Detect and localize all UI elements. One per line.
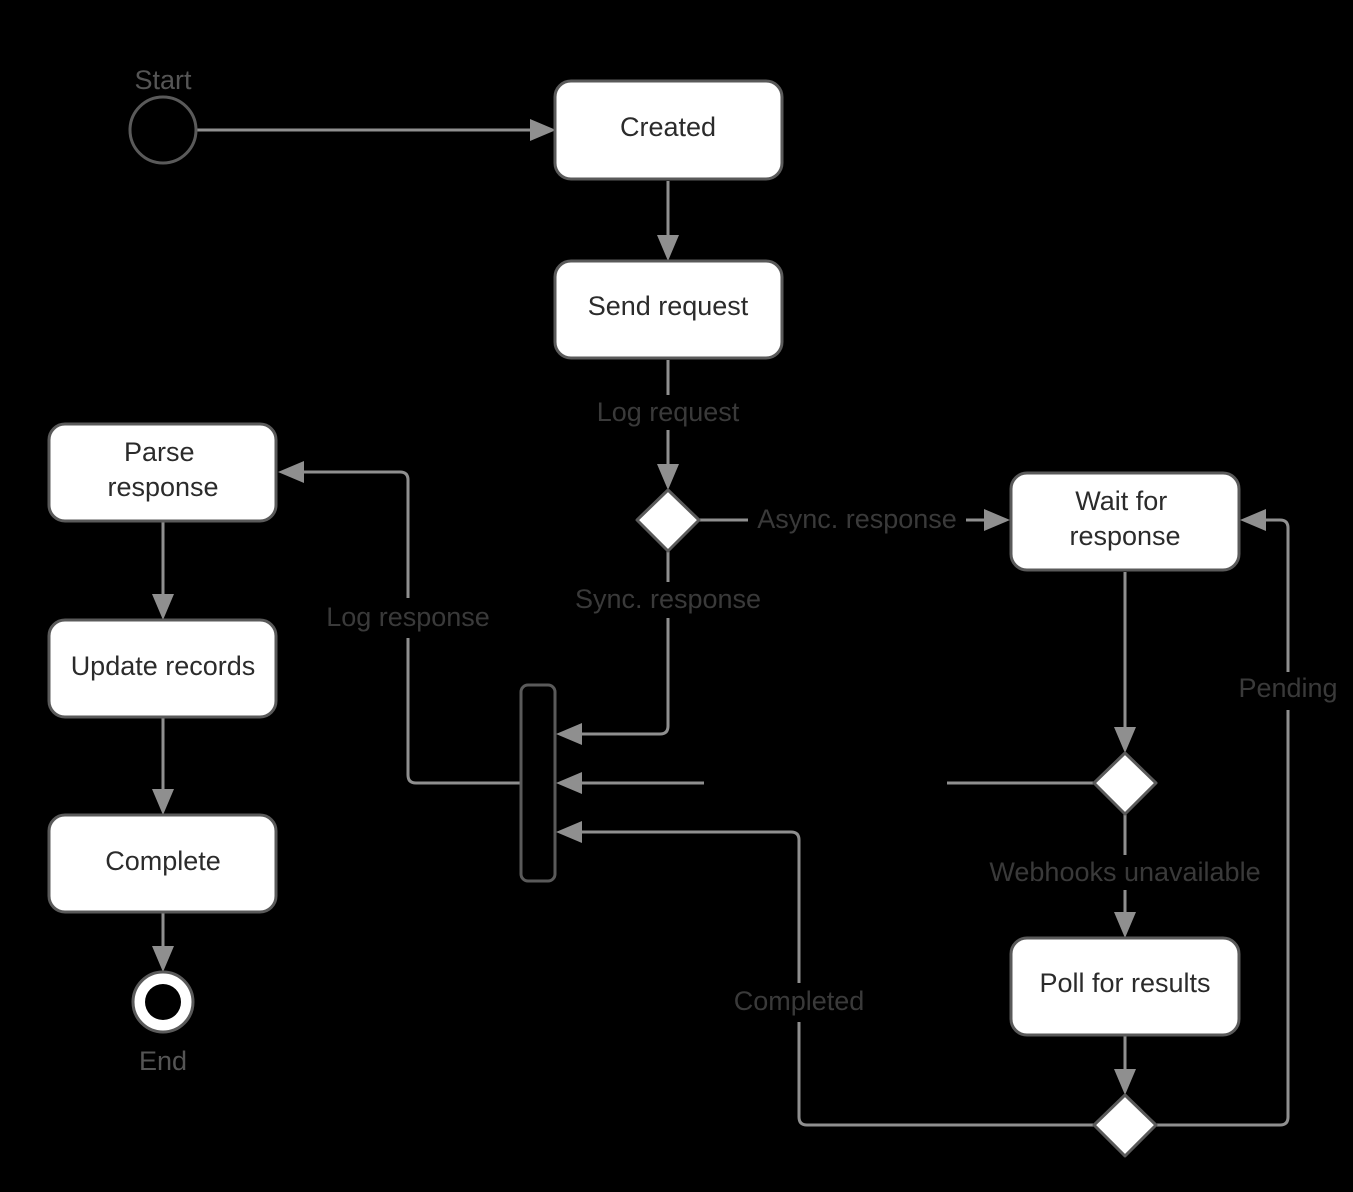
- svg-text:Complete: Complete: [105, 846, 221, 876]
- edge-log-response-upper: [294, 470, 410, 598]
- label-webhooks-unavailable: Webhooks unavailable: [989, 857, 1260, 887]
- edge-completed: [797, 1022, 1095, 1127]
- arrow-head: [984, 509, 1010, 531]
- svg-text:Update records: Update records: [71, 651, 256, 681]
- start-node: Start: [128, 65, 198, 165]
- end-label: End: [139, 1046, 187, 1076]
- edges: [152, 119, 1290, 1127]
- node-parse-response: Parse response: [47, 422, 278, 523]
- label-log-response: Log response: [326, 602, 490, 632]
- label-sync-response: Sync. response: [575, 584, 761, 614]
- edge-pending-upper: [1256, 518, 1290, 672]
- edge-log-response: [406, 638, 521, 785]
- label-pending: Pending: [1238, 673, 1337, 703]
- join-bar: [519, 683, 557, 883]
- svg-text:Created: Created: [620, 112, 716, 142]
- edge-completed-upper: [572, 830, 801, 983]
- edge-sync-response-lower: [572, 618, 670, 736]
- decision-response-type: [635, 488, 701, 553]
- label-completed: Completed: [734, 986, 865, 1016]
- node-created: Created: [553, 79, 784, 181]
- arrow-head: [556, 723, 582, 745]
- node-parse-response-line2: response: [107, 472, 218, 502]
- decision-webhooks: [1092, 751, 1158, 816]
- decision-poll-status: [1092, 1093, 1158, 1158]
- arrow-head: [152, 789, 174, 815]
- node-poll-for-results: Poll for results: [1009, 936, 1241, 1037]
- node-wait-for-response-line2: response: [1069, 521, 1180, 551]
- node-parse-response-line1: Parse: [124, 437, 195, 467]
- arrow-head: [278, 461, 304, 483]
- label-async-response: Async. response: [757, 504, 957, 534]
- arrow-head: [1114, 1069, 1136, 1095]
- arrow-head: [657, 464, 679, 490]
- svg-text:Send request: Send request: [588, 291, 749, 321]
- arrow-head: [1114, 727, 1136, 753]
- node-complete-line1: Complete: [105, 846, 221, 876]
- node-send-request-line1: Send request: [588, 291, 749, 321]
- edge-pending: [1156, 710, 1290, 1127]
- label-log-request: Log request: [597, 397, 740, 427]
- arrow-head: [530, 119, 556, 141]
- node-poll-for-results-line1: Poll for results: [1039, 968, 1210, 998]
- arrow-head: [556, 772, 582, 794]
- arrow-head: [1240, 509, 1266, 531]
- node-complete: Complete: [47, 813, 278, 914]
- end-node: End: [131, 970, 195, 1076]
- end-circle-inner: [145, 984, 181, 1020]
- arrow-head: [152, 946, 174, 972]
- start-label: Start: [134, 65, 192, 95]
- arrow-head: [657, 235, 679, 261]
- node-update-records: Update records: [47, 618, 278, 719]
- node-wait-for-response-line1: Wait for: [1075, 486, 1167, 516]
- node-send-request: Send request: [553, 259, 784, 360]
- node-created-line1: Created: [620, 112, 716, 142]
- svg-text:Parse response: Parse response: [107, 437, 218, 502]
- node-update-records-line1: Update records: [71, 651, 256, 681]
- arrow-head: [1114, 912, 1136, 938]
- arrow-head: [152, 594, 174, 620]
- arrow-head: [556, 821, 582, 843]
- start-circle: [128, 95, 198, 165]
- svg-text:Wait for response: Wait for response: [1069, 486, 1180, 551]
- node-wait-for-response: Wait for response: [1009, 471, 1241, 572]
- svg-text:Poll for results: Poll for results: [1039, 968, 1210, 998]
